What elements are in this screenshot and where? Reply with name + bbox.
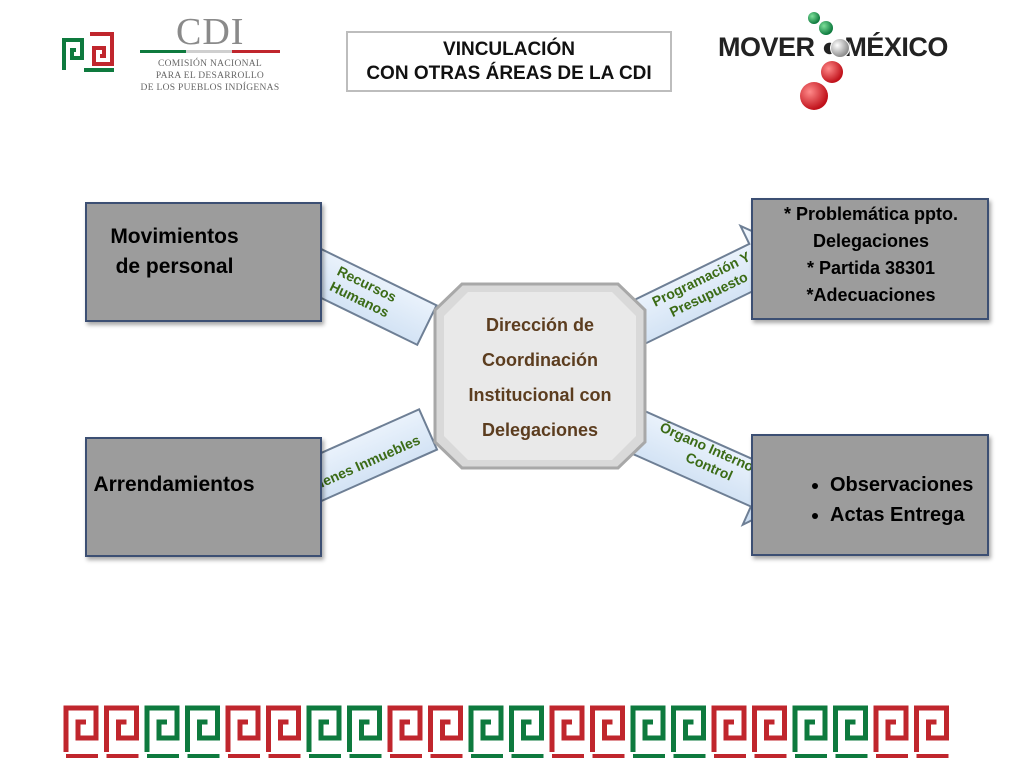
cdi-subtitle-line: PARA EL DESARROLLO [155,71,265,81]
center-line: Dirección de [485,315,595,335]
footer-greca-border [63,705,949,758]
list-item: Actas Entrega [830,500,1010,530]
cdi-emblem-icon [62,32,114,72]
greca-unit-icon [711,705,747,758]
greca-unit-icon [873,705,909,758]
box-text-line: de personal [115,255,234,278]
greca-unit-icon [387,705,423,758]
title-line-2: CON OTRAS ÁREAS DE LA CDI [366,62,652,84]
greca-unit-icon [185,705,220,758]
cdi-subtitle-line: COMISIÓN NACIONAL [157,59,263,69]
box-text-line: Movimientos [110,225,239,248]
cdi-logo-rule [140,50,280,53]
box-text-line: * Partida 38301 [806,258,936,278]
box-observaciones [751,434,989,556]
box-text-line: * Problemática ppto. [783,204,959,224]
center-line: Delegaciones [481,420,599,440]
greca-unit-icon [752,705,787,758]
title-line-1: VINCULACIÓN [443,38,575,60]
box-arrendamientos-text: Arrendamientos [88,472,260,498]
box-problematica-text: * Problemática ppto. Delegaciones * Part… [760,201,982,309]
cdi-logo-subtitle: COMISIÓN NACIONAL PARA EL DESARROLLO DE … [140,58,280,94]
greca-unit-icon [590,705,625,758]
greca-unit-icon [833,705,868,758]
box-text-line: Delegaciones [812,231,930,251]
center-node-shape [433,282,647,470]
greca-unit-icon [266,705,301,758]
greca-unit-icon [509,705,544,758]
mover-mexico-spheres-icon [800,12,850,110]
box-movimientos-text: Movimientos de personal [92,222,257,282]
page-title: VINCULACIÓN CON OTRAS ÁREAS DE LA CDI [346,31,672,92]
greca-unit-icon [468,705,504,758]
greca-unit-icon [914,705,949,758]
center-line: Coordinación [482,350,598,370]
greca-unit-icon [104,705,139,758]
center-line: Institucional con [468,385,612,405]
cdi-subtitle-line: DE LOS PUEBLOS INDÍGENAS [140,83,280,93]
greca-unit-icon [671,705,706,758]
greca-unit-icon [549,705,585,758]
cdi-logo-word: CDI [176,11,245,53]
greca-unit-icon [630,705,666,758]
greca-unit-icon [144,705,180,758]
box-problematica-ppto [751,198,989,320]
box-movimientos-personal [85,202,322,322]
list-item: Observaciones [830,470,1010,500]
box-arrendamientos [85,437,322,557]
box-observaciones-list: Observaciones Actas Entrega [808,470,1010,530]
greca-unit-icon [428,705,463,758]
greca-unit-icon [347,705,382,758]
center-node-text: Dirección de Coordinación Institucional … [440,308,640,448]
box-text-line: *Adecuaciones [806,285,936,305]
greca-unit-icon [306,705,342,758]
greca-unit-icon [63,705,99,758]
greca-unit-icon [225,705,261,758]
box-text-line: Arrendamientos [93,473,255,496]
greca-unit-icon [792,705,828,758]
